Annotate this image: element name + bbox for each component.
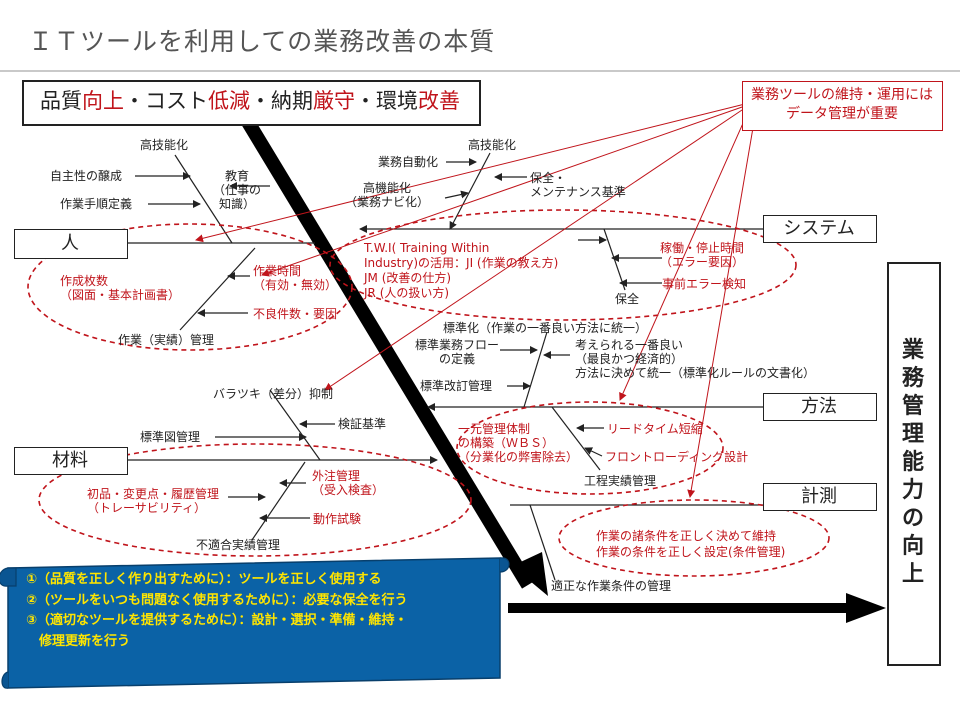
goal-part: ・コスト xyxy=(124,89,208,113)
category-box-method xyxy=(763,393,877,421)
method-highlight-ellipse xyxy=(456,401,724,495)
main-diagonal-arrowhead xyxy=(512,552,548,596)
category-box-material xyxy=(14,447,128,475)
system-automation: 業務自動化 xyxy=(378,155,439,169)
goal-part: 品質 xyxy=(40,89,82,113)
system-twi: T.W.I( Training Within Industry)の活用：JI (… xyxy=(364,241,559,300)
category-box-system xyxy=(763,215,877,243)
method-standardize: 標準化（作業の一番良い方法に統一） xyxy=(443,321,648,335)
category-label-method: 方法 xyxy=(801,396,837,417)
system-uptime: 稼働・停止時間 （エラー要因） xyxy=(660,241,745,269)
goal-part: ・環境 xyxy=(355,89,418,113)
material-drawing: 標準図管理 xyxy=(140,430,201,444)
goal-title: 品質向上・コスト低減・納期厳守・環境改善 xyxy=(40,88,460,114)
system-error-detect: 事前エラー検知 xyxy=(662,277,747,291)
goal-part: ・納期 xyxy=(250,89,313,113)
material-inspection: 検証基準 xyxy=(338,417,387,431)
title-divider xyxy=(0,70,960,72)
human-education: 教育 （仕事の 知識） xyxy=(213,169,262,211)
goal-part-highlight: 低減 xyxy=(208,89,250,113)
material-nonconform: 不適合実績管理 xyxy=(196,538,281,552)
main-horizontal-arrowhead xyxy=(846,593,886,623)
method-flow: 標準業務フロー の定義 xyxy=(415,338,500,366)
summary-line-2: ②（ツールをいつも問題なく使用するために）：必要な保全を行う xyxy=(26,592,408,608)
material-highlight-ellipse xyxy=(38,443,472,557)
main-diagonal-arrow xyxy=(242,118,534,589)
human-high-skill: 高技能化 xyxy=(140,138,189,152)
human-work-time: 作業時間 （有効・無効） xyxy=(253,264,338,292)
result-box xyxy=(887,262,941,666)
category-label-measure: 計測 xyxy=(801,486,837,507)
data-management-note: 業務ツールの維持・運用にはデータ管理が重要 xyxy=(751,87,933,122)
human-defects: 不良件数・要因 xyxy=(253,307,338,321)
summary-line-1: ①（品質を正しく作り出すために）：ツールを正しく使用する xyxy=(26,572,382,587)
summary-scroll xyxy=(0,557,510,689)
data-management-note-box xyxy=(742,81,943,131)
goal-box xyxy=(22,80,481,126)
system-preservation: 保全 xyxy=(615,292,640,306)
goal-part-highlight: 向上 xyxy=(82,89,124,113)
human-docs: 作成枚数 （図面・基本計画書） xyxy=(60,274,181,302)
summary-line-3: ③（適切なツールを提供するために）：設計・選択・準備・維持・ 修理更新を行う xyxy=(26,613,408,649)
result-label: 業務管理能力の向上 xyxy=(901,338,924,587)
system-maintenance: 保全・ メンテナンス基準 xyxy=(530,171,626,199)
category-box-measure xyxy=(763,483,877,511)
category-label-system: システム xyxy=(783,218,855,239)
system-advanced: 高機能化 （業務ナビ化） xyxy=(345,181,430,209)
material-change: 初品・変更点・履歴管理 （トレーサビリティ） xyxy=(87,487,220,515)
material-variance: バラツキ（差分）抑制 xyxy=(213,387,334,401)
system-high-skill: 高技能化 xyxy=(468,138,517,152)
measure-highlight-ellipse xyxy=(558,499,830,577)
material-outsourcing: 外注管理 （受入検査） xyxy=(312,469,385,497)
human-manual: 作業手順定義 xyxy=(60,197,133,211)
system-highlight-ellipse xyxy=(329,209,797,321)
method-revision: 標準改訂管理 xyxy=(420,379,493,393)
category-box-human xyxy=(14,229,128,259)
method-wbs: 一元管理体制 の構築（ＷＢＳ） （分業化の弊害除去） xyxy=(458,422,579,464)
measure-proper: 適正な作業条件の管理 xyxy=(551,579,672,593)
summary-scroll-text: ①（品質を正しく作り出すために）：ツールを正しく使用する ②（ツールをいつも問題な… xyxy=(26,570,496,652)
human-work-mgmt: 作業（実績）管理 xyxy=(118,333,215,347)
measure-conditions: 作業の諸条件を正しく決めて維持 作業の条件を正しく設定(条件管理) xyxy=(596,529,786,559)
main-horizontal-arrow xyxy=(508,603,848,613)
method-process: 工程実績管理 xyxy=(584,474,657,488)
method-best: 考えられる一番良い （最良かつ経済的） 方法に決めて統一（標準化ルールの文書化） xyxy=(575,338,816,380)
category-label-human: 人 xyxy=(61,233,79,254)
goal-part-highlight: 厳守 xyxy=(313,89,355,113)
method-front-loading: フロントローディング設計 xyxy=(605,450,749,464)
category-label-material: 材料 xyxy=(52,450,88,471)
goal-part-highlight: 改善 xyxy=(418,89,460,113)
slide-title: ＩＴツールを利用しての業務改善の本質 xyxy=(28,27,496,56)
material-motion: 動作試験 xyxy=(313,512,362,526)
method-lead-time: リードタイム短縮 xyxy=(607,422,703,436)
human-highlight-ellipse xyxy=(27,223,353,351)
human-autonomy: 自主性の醸成 xyxy=(50,169,123,183)
